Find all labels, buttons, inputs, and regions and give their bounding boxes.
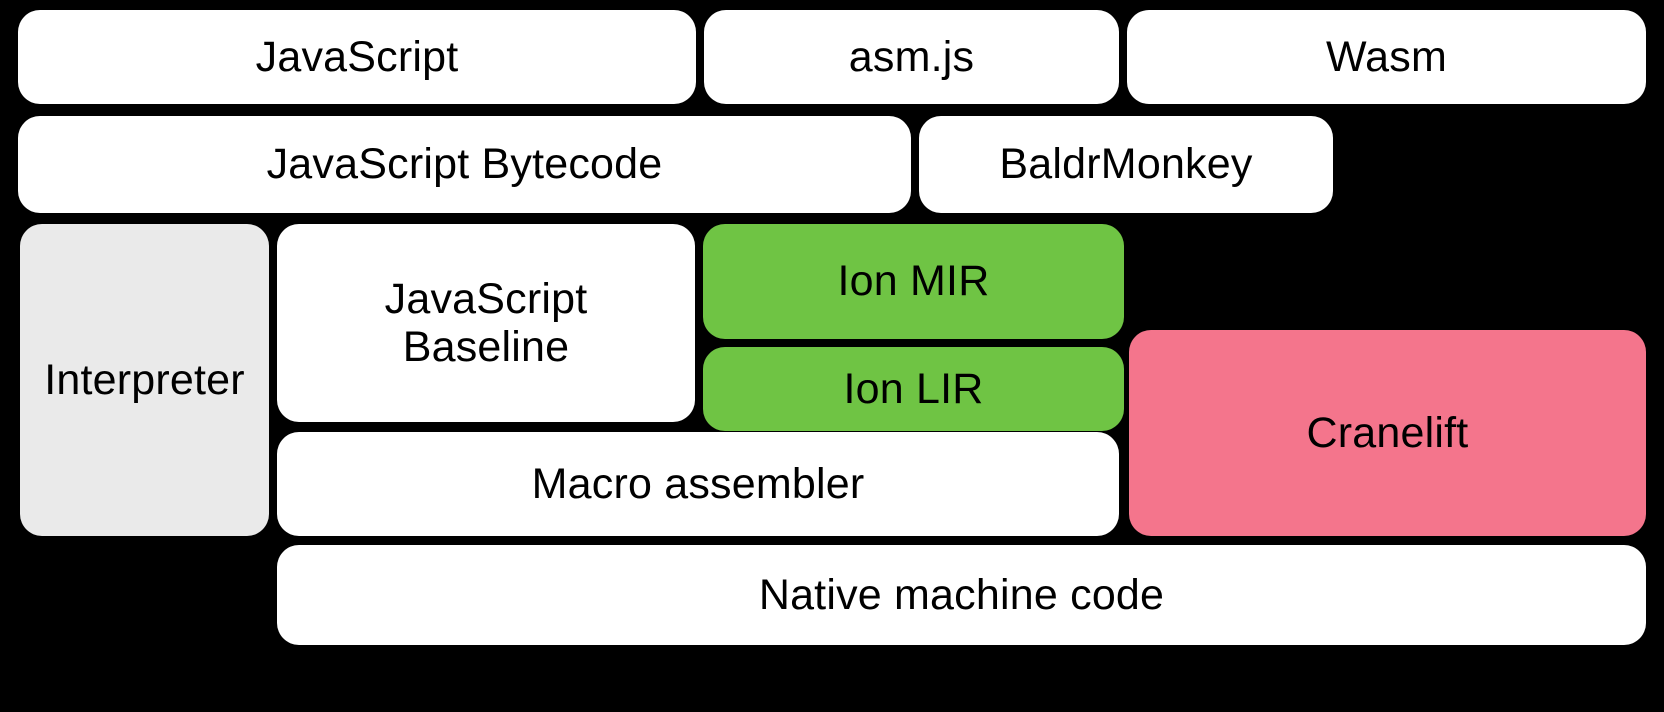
node-javascript-bytecode: JavaScript Bytecode xyxy=(18,116,911,213)
node-ion-lir: Ion LIR xyxy=(703,347,1124,431)
node-baldrmonkey: BaldrMonkey xyxy=(919,116,1333,213)
node-javascript: JavaScript xyxy=(18,10,696,104)
node-asmjs: asm.js xyxy=(704,10,1119,104)
node-interpreter: Interpreter xyxy=(20,224,269,536)
node-javascript-baseline: JavaScript Baseline xyxy=(277,224,695,422)
node-cranelift: Cranelift xyxy=(1129,330,1646,536)
node-native-machine-code: Native machine code xyxy=(277,545,1646,645)
node-macro-assembler: Macro assembler xyxy=(277,432,1119,536)
node-wasm: Wasm xyxy=(1127,10,1646,104)
node-ion-mir: Ion MIR xyxy=(703,224,1124,339)
